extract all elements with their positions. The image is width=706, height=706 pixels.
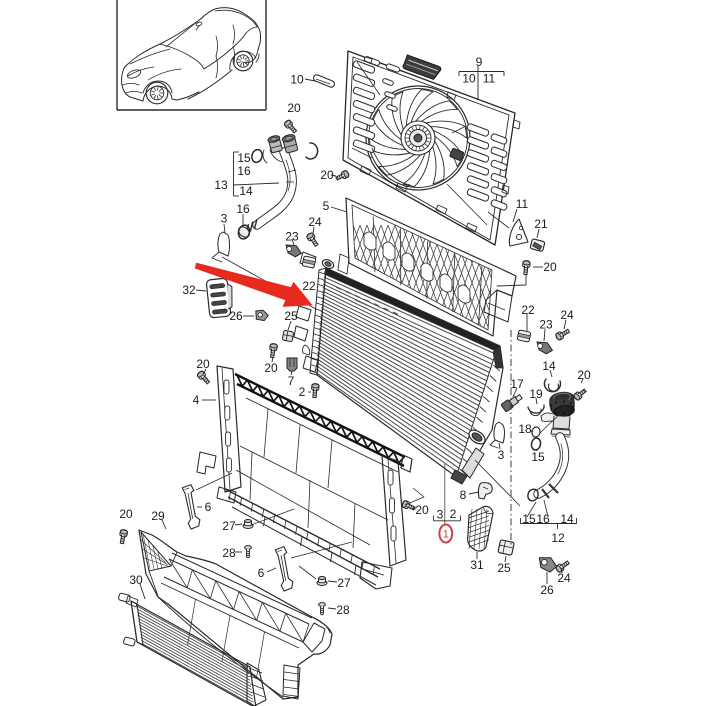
svg-text:18: 18 <box>518 422 532 436</box>
svg-text:15: 15 <box>237 151 251 165</box>
svg-text:20: 20 <box>320 168 334 182</box>
svg-text:30: 30 <box>129 573 143 587</box>
svg-text:9: 9 <box>476 55 483 69</box>
svg-text:13: 13 <box>214 178 228 192</box>
svg-text:3: 3 <box>221 212 228 226</box>
svg-text:20: 20 <box>119 507 133 521</box>
svg-text:20: 20 <box>264 361 278 375</box>
svg-text:25: 25 <box>284 309 298 323</box>
svg-text:23: 23 <box>539 318 553 332</box>
svg-text:5: 5 <box>323 199 330 213</box>
svg-text:32: 32 <box>182 283 196 297</box>
svg-text:20: 20 <box>543 260 557 274</box>
svg-text:14: 14 <box>239 184 253 198</box>
svg-text:29: 29 <box>151 509 165 523</box>
svg-text:2: 2 <box>299 385 306 399</box>
svg-text:15: 15 <box>522 512 536 526</box>
svg-text:26: 26 <box>229 309 243 323</box>
svg-text:16: 16 <box>237 164 251 178</box>
svg-text:1: 1 <box>443 529 449 541</box>
svg-text:20: 20 <box>577 368 591 382</box>
svg-text:22: 22 <box>521 303 535 317</box>
svg-text:3: 3 <box>437 508 444 522</box>
svg-text:4: 4 <box>193 393 200 407</box>
svg-text:26: 26 <box>540 583 554 597</box>
svg-text:17: 17 <box>510 377 524 391</box>
svg-text:8: 8 <box>460 488 467 502</box>
svg-text:10: 10 <box>462 72 476 86</box>
svg-text:7: 7 <box>288 374 295 388</box>
svg-text:3: 3 <box>498 448 505 462</box>
svg-text:16: 16 <box>236 202 250 216</box>
svg-text:15: 15 <box>531 450 545 464</box>
svg-text:16: 16 <box>536 512 550 526</box>
svg-text:12: 12 <box>551 531 565 545</box>
svg-text:24: 24 <box>557 571 571 585</box>
svg-text:10: 10 <box>290 73 304 87</box>
svg-text:31: 31 <box>470 558 484 572</box>
svg-text:27: 27 <box>337 576 351 590</box>
svg-text:24: 24 <box>560 308 574 322</box>
svg-text:27: 27 <box>222 519 236 533</box>
svg-text:20: 20 <box>287 101 301 115</box>
svg-text:20: 20 <box>196 357 210 371</box>
svg-text:20: 20 <box>415 503 429 517</box>
svg-text:14: 14 <box>542 359 556 373</box>
svg-text:19: 19 <box>529 387 543 401</box>
svg-text:6: 6 <box>258 566 265 580</box>
svg-text:25: 25 <box>497 561 511 575</box>
svg-text:14: 14 <box>560 512 574 526</box>
svg-text:2: 2 <box>450 507 457 521</box>
svg-text:6: 6 <box>205 500 212 514</box>
svg-text:28: 28 <box>222 546 236 560</box>
svg-text:11: 11 <box>516 197 529 211</box>
svg-text:28: 28 <box>336 603 350 617</box>
svg-text:23: 23 <box>285 230 299 244</box>
svg-text:24: 24 <box>308 215 322 229</box>
svg-text:21: 21 <box>534 217 548 231</box>
svg-text:22: 22 <box>302 279 316 293</box>
svg-text:11: 11 <box>483 72 496 86</box>
